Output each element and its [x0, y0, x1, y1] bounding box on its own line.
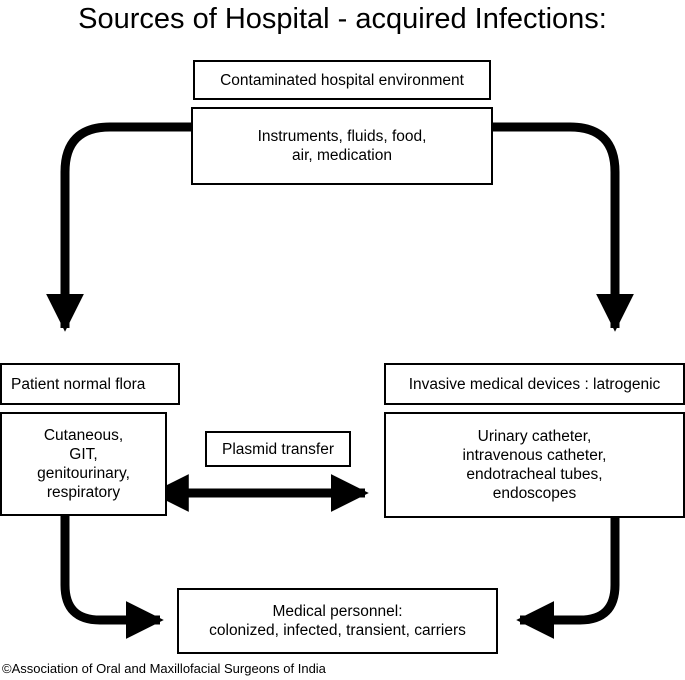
flora-header-box: Patient normal flora [0, 363, 180, 405]
plasmid-transfer-box: Plasmid transfer [205, 431, 351, 467]
flora-body-label: Cutaneous, GIT, genitourinary, respirato… [37, 427, 130, 501]
arrow-environment-to-devices [493, 122, 634, 332]
flora-header-label: Patient normal flora [11, 375, 146, 393]
plasmid-transfer-label: Plasmid transfer [222, 440, 334, 458]
diagram-title: Sources of Hospital - acquired Infection… [78, 3, 607, 35]
environment-header-box: Contaminated hospital environment [193, 60, 491, 100]
copyright-credit: ©Association of Oral and Maxillofacial S… [2, 661, 326, 676]
devices-header-label: Invasive medical devices : latrogenic [408, 375, 661, 393]
environment-body-label: Instruments, fluids, food, air, medicati… [257, 128, 427, 164]
arrow-devices-to-personnel [516, 515, 620, 639]
flora-body-box: Cutaneous, GIT, genitourinary, respirato… [0, 412, 167, 516]
personnel-label: Medical personnel: colonized, infected, … [209, 603, 466, 639]
environment-body-box: Instruments, fluids, food, air, medicati… [191, 107, 493, 185]
devices-body-label: Urinary catheter, intravenous catheter, … [462, 428, 607, 502]
arrow-flora-to-personnel [60, 515, 164, 639]
environment-header-label: Contaminated hospital environment [220, 71, 464, 89]
arrow-environment-to-flora [46, 122, 192, 332]
personnel-box: Medical personnel: colonized, infected, … [177, 588, 498, 654]
devices-header-box: Invasive medical devices : latrogenic [384, 363, 685, 405]
devices-body-box: Urinary catheter, intravenous catheter, … [384, 412, 685, 518]
